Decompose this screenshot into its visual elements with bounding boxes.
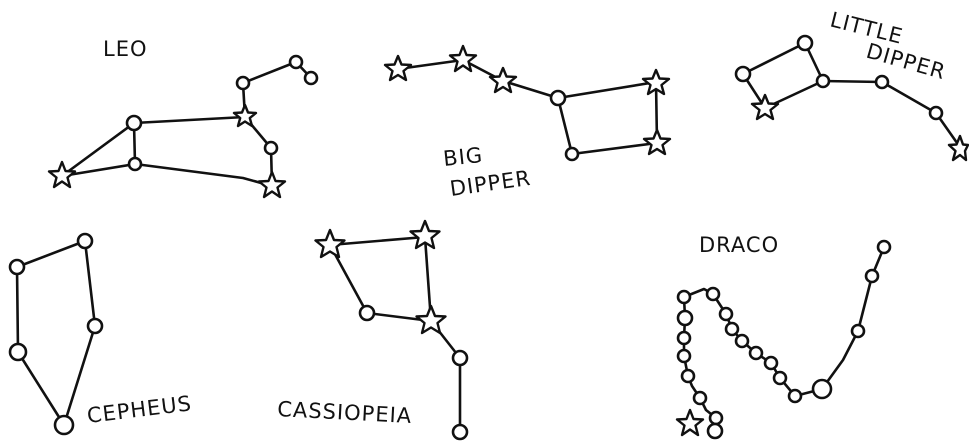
cassiopeia-bright-star bbox=[415, 304, 447, 335]
draco-star bbox=[724, 321, 740, 337]
draco-constellation: DRACO bbox=[675, 233, 892, 440]
big-dipper-handle-lines bbox=[396, 58, 560, 100]
big-dipper-star bbox=[564, 146, 580, 162]
draco-star bbox=[763, 355, 779, 371]
cepheus-star bbox=[86, 317, 104, 335]
big-dipper-bright-star bbox=[448, 44, 478, 73]
draco-star bbox=[864, 268, 880, 284]
little-dipper-constellation: LITTLE DIPPER bbox=[734, 8, 969, 162]
draco-star bbox=[676, 330, 692, 346]
cassiopeia-star bbox=[358, 304, 376, 322]
leo-label: LEO bbox=[103, 37, 148, 61]
draco-star bbox=[706, 422, 724, 440]
draco-star bbox=[772, 370, 788, 386]
draco-star bbox=[705, 286, 721, 302]
big-dipper-bright-star bbox=[642, 128, 672, 156]
draco-label: DRACO bbox=[699, 233, 779, 257]
draco-bright-star bbox=[675, 408, 705, 437]
big-dipper-label-line2: DIPPER bbox=[448, 166, 532, 201]
cepheus-star bbox=[8, 258, 26, 276]
cassiopeia-lines bbox=[328, 235, 433, 323]
leo-bright-star bbox=[232, 103, 258, 128]
big-dipper-star bbox=[549, 89, 567, 107]
leo-lines-head bbox=[241, 60, 313, 119]
draco-star bbox=[876, 239, 892, 255]
draco-star bbox=[787, 388, 803, 404]
leo-star bbox=[263, 140, 279, 156]
draco-star bbox=[676, 348, 692, 364]
cassiopeia-tail-lines bbox=[429, 319, 462, 434]
cassiopeia-constellation: CASSIOPEIA bbox=[277, 219, 469, 441]
cassiopeia-bright-star bbox=[409, 219, 441, 250]
cassiopeia-star bbox=[451, 349, 469, 367]
leo-star bbox=[235, 75, 251, 91]
little-dipper-bowl-lines bbox=[741, 41, 825, 110]
draco-star bbox=[708, 410, 724, 426]
big-dipper-constellation: BIG DIPPER bbox=[383, 44, 672, 201]
cepheus-star bbox=[53, 414, 75, 436]
cepheus-lines bbox=[15, 239, 97, 427]
leo-star bbox=[127, 156, 143, 172]
leo-star bbox=[303, 70, 319, 86]
leo-star bbox=[125, 114, 143, 132]
draco-star bbox=[734, 333, 750, 349]
leo-lines-body bbox=[60, 115, 274, 188]
little-dipper-star bbox=[874, 74, 890, 90]
cepheus-star bbox=[76, 232, 94, 250]
leo-bright-star bbox=[47, 160, 77, 189]
cepheus-label: CEPHEUS bbox=[86, 391, 193, 428]
little-dipper-star bbox=[928, 105, 944, 121]
cassiopeia-bright-star bbox=[314, 228, 346, 259]
cassiopeia-label: CASSIOPEIA bbox=[277, 397, 413, 428]
leo-bright-star bbox=[257, 170, 287, 199]
big-dipper-bright-star bbox=[383, 54, 413, 82]
little-dipper-star bbox=[734, 65, 752, 83]
cepheus-star bbox=[8, 342, 28, 362]
cepheus-constellation: CEPHEUS bbox=[8, 232, 193, 436]
draco-star bbox=[692, 390, 708, 406]
leo-constellation: LEO bbox=[47, 37, 319, 199]
leo-star bbox=[288, 54, 304, 70]
draco-star bbox=[676, 309, 694, 327]
big-dipper-bowl-lines bbox=[556, 80, 659, 156]
draco-star bbox=[680, 368, 696, 384]
cassiopeia-star bbox=[451, 423, 469, 441]
big-dipper-bright-star bbox=[488, 66, 518, 94]
draco-star bbox=[850, 323, 866, 339]
draco-star bbox=[718, 306, 734, 322]
big-dipper-bright-star bbox=[641, 68, 671, 96]
draco-lines bbox=[682, 245, 886, 433]
draco-star bbox=[811, 378, 833, 400]
big-dipper-label-line1: BIG bbox=[442, 143, 484, 171]
little-dipper-bright-star bbox=[750, 93, 780, 121]
little-dipper-polaris bbox=[947, 134, 969, 162]
little-dipper-label-line1: LITTLE bbox=[828, 8, 906, 49]
little-dipper-star bbox=[815, 73, 831, 89]
draco-star bbox=[676, 289, 692, 305]
little-dipper-star bbox=[796, 34, 814, 52]
draco-star bbox=[748, 345, 764, 361]
little-dipper-handle-lines bbox=[821, 79, 964, 152]
